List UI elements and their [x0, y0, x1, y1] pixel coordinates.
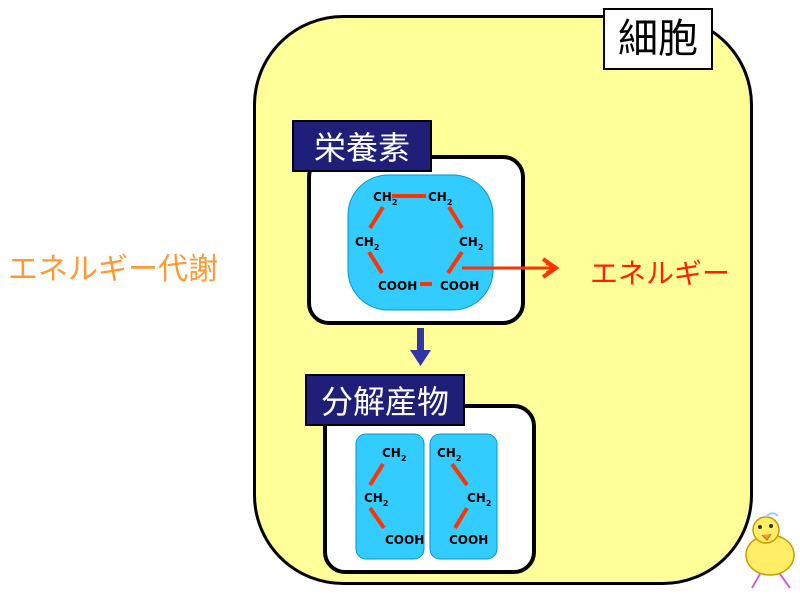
nutrient-tag: 栄養素 — [292, 120, 432, 172]
ch2-group: CH — [459, 235, 478, 249]
svg-text:CH2: CH2 — [437, 446, 461, 463]
down-arrow — [417, 328, 424, 352]
cooh-group: COOH — [440, 279, 479, 293]
bond — [368, 205, 385, 230]
svg-text:CH2: CH2 — [364, 491, 388, 508]
bond — [367, 250, 384, 275]
ch2-group: CH — [373, 190, 392, 204]
svg-text:CH2: CH2 — [373, 190, 397, 207]
energy-label: エネルギー — [590, 257, 731, 290]
ch2-group: CH — [364, 491, 383, 505]
ch2-group: CH — [382, 446, 401, 460]
ch2-group: CH — [355, 235, 374, 249]
bond — [446, 250, 464, 275]
cooh-group: COOH — [449, 533, 488, 547]
cooh-group: COOH — [378, 279, 417, 293]
product-molecule-2 — [429, 433, 498, 560]
cooh-group: COOH — [385, 533, 424, 547]
ch2-group: CH — [437, 446, 456, 460]
svg-text:CH2: CH2 — [428, 190, 452, 207]
bond — [368, 462, 385, 487]
cell-label: 細胞 — [603, 8, 713, 70]
ch2-group: CH — [467, 491, 486, 505]
svg-text:CH2: CH2 — [467, 491, 491, 508]
svg-text:CH2: CH2 — [355, 235, 379, 252]
ch2-group: CH — [428, 190, 447, 204]
svg-text:CH2: CH2 — [459, 235, 483, 252]
bond — [453, 506, 469, 530]
breakdown-products-tag: 分解産物 — [305, 374, 465, 426]
energy-metabolism-label: エネルギー代謝 — [8, 252, 218, 287]
bond — [447, 205, 464, 230]
svg-text:CH2: CH2 — [382, 446, 406, 463]
product-molecule-1 — [355, 433, 425, 560]
bond — [450, 462, 469, 487]
bond — [368, 506, 386, 530]
chick-mascot — [745, 512, 795, 589]
